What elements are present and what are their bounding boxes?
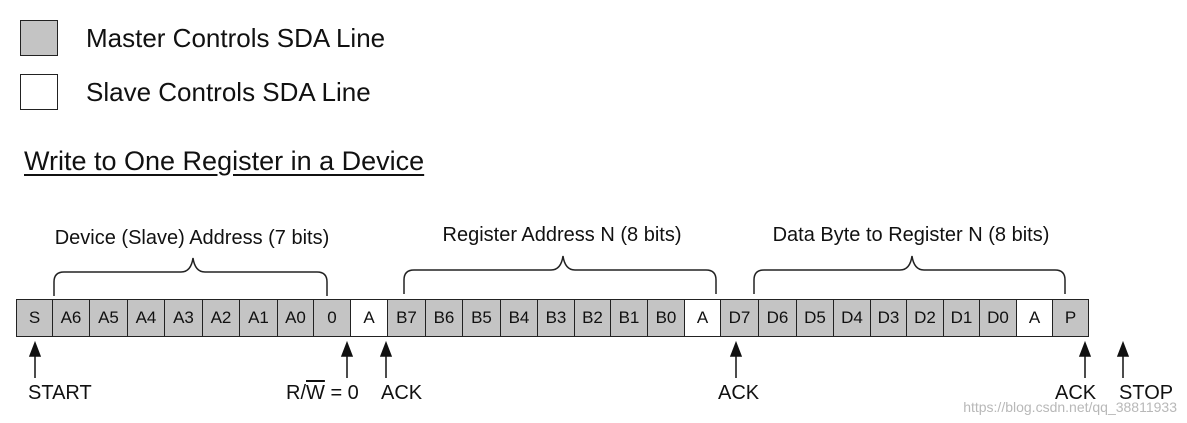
brace-data-byte [753,255,1066,294]
bit-cell: A3 [164,299,203,337]
arrow-ack-3 [1078,340,1092,378]
bit-cell: B2 [573,299,612,337]
bit-cell: P [1052,299,1089,337]
bit-cell: 0 [313,299,351,337]
bit-cell: A5 [89,299,128,337]
bit-cell: D1 [942,299,981,337]
bit-cell: A1 [239,299,278,337]
marker-rw-bar: W [306,382,325,404]
bit-cell: B0 [646,299,686,337]
bit-cell: A2 [201,299,241,337]
bit-cell: A [1015,299,1054,337]
bit-cell: D2 [906,299,944,337]
legend-master-swatch [20,20,58,56]
group-label-register-address: Register Address N (8 bits) [442,224,682,246]
diagram-heading: Write to One Register in a Device [24,146,425,176]
bit-cell: D3 [869,299,908,337]
bit-cell: S [16,299,53,337]
bit-cell: B6 [424,299,464,337]
arrow-stop [1116,340,1130,378]
bit-cell: B1 [610,299,648,337]
bit-cell: A [684,299,721,337]
bit-cell: B4 [499,299,539,337]
marker-stop: STOP [1119,382,1174,404]
bit-cell: A6 [51,299,91,337]
arrow-rw [340,340,354,378]
marker-ack-3: ACK [1055,382,1097,404]
marker-ack-2: ACK [718,382,760,404]
brace-register-address [403,255,717,294]
bit-cell: D5 [795,299,835,337]
marker-rw-prefix: R/ [286,382,306,404]
bit-cell: D4 [833,299,871,337]
marker-ack-1: ACK [381,382,423,404]
bit-cell: B3 [537,299,575,337]
legend-master: Master Controls SDA Line [20,20,385,56]
legend-master-label: Master Controls SDA Line [86,22,386,53]
watermark: https://blog.csdn.net/qq_38811933 [963,399,1177,415]
arrow-start [28,340,42,378]
bit-cell: D0 [979,299,1017,337]
bit-cell: A [349,299,389,337]
bit-cell: D6 [758,299,797,337]
arrow-ack-2 [729,340,743,378]
brace-device-address [53,257,328,296]
bit-cell: B7 [387,299,426,337]
legend-slave-swatch [20,74,58,110]
legend-slave: Slave Controls SDA Line [20,74,371,110]
group-label-device-address: Device (Slave) Address (7 bits) [54,227,330,249]
marker-start: START [28,382,92,404]
group-label-data-byte: Data Byte to Register N (8 bits) [772,224,1050,246]
marker-rw: R/W = 0 [286,382,359,405]
marker-rw-suffix: = 0 [324,382,359,404]
legend-slave-label: Slave Controls SDA Line [86,76,371,107]
bit-cell: A4 [126,299,166,337]
bit-cell: D7 [719,299,760,337]
arrow-ack-1 [379,340,393,378]
bit-cell: A0 [276,299,315,337]
bit-cell: B5 [462,299,501,337]
